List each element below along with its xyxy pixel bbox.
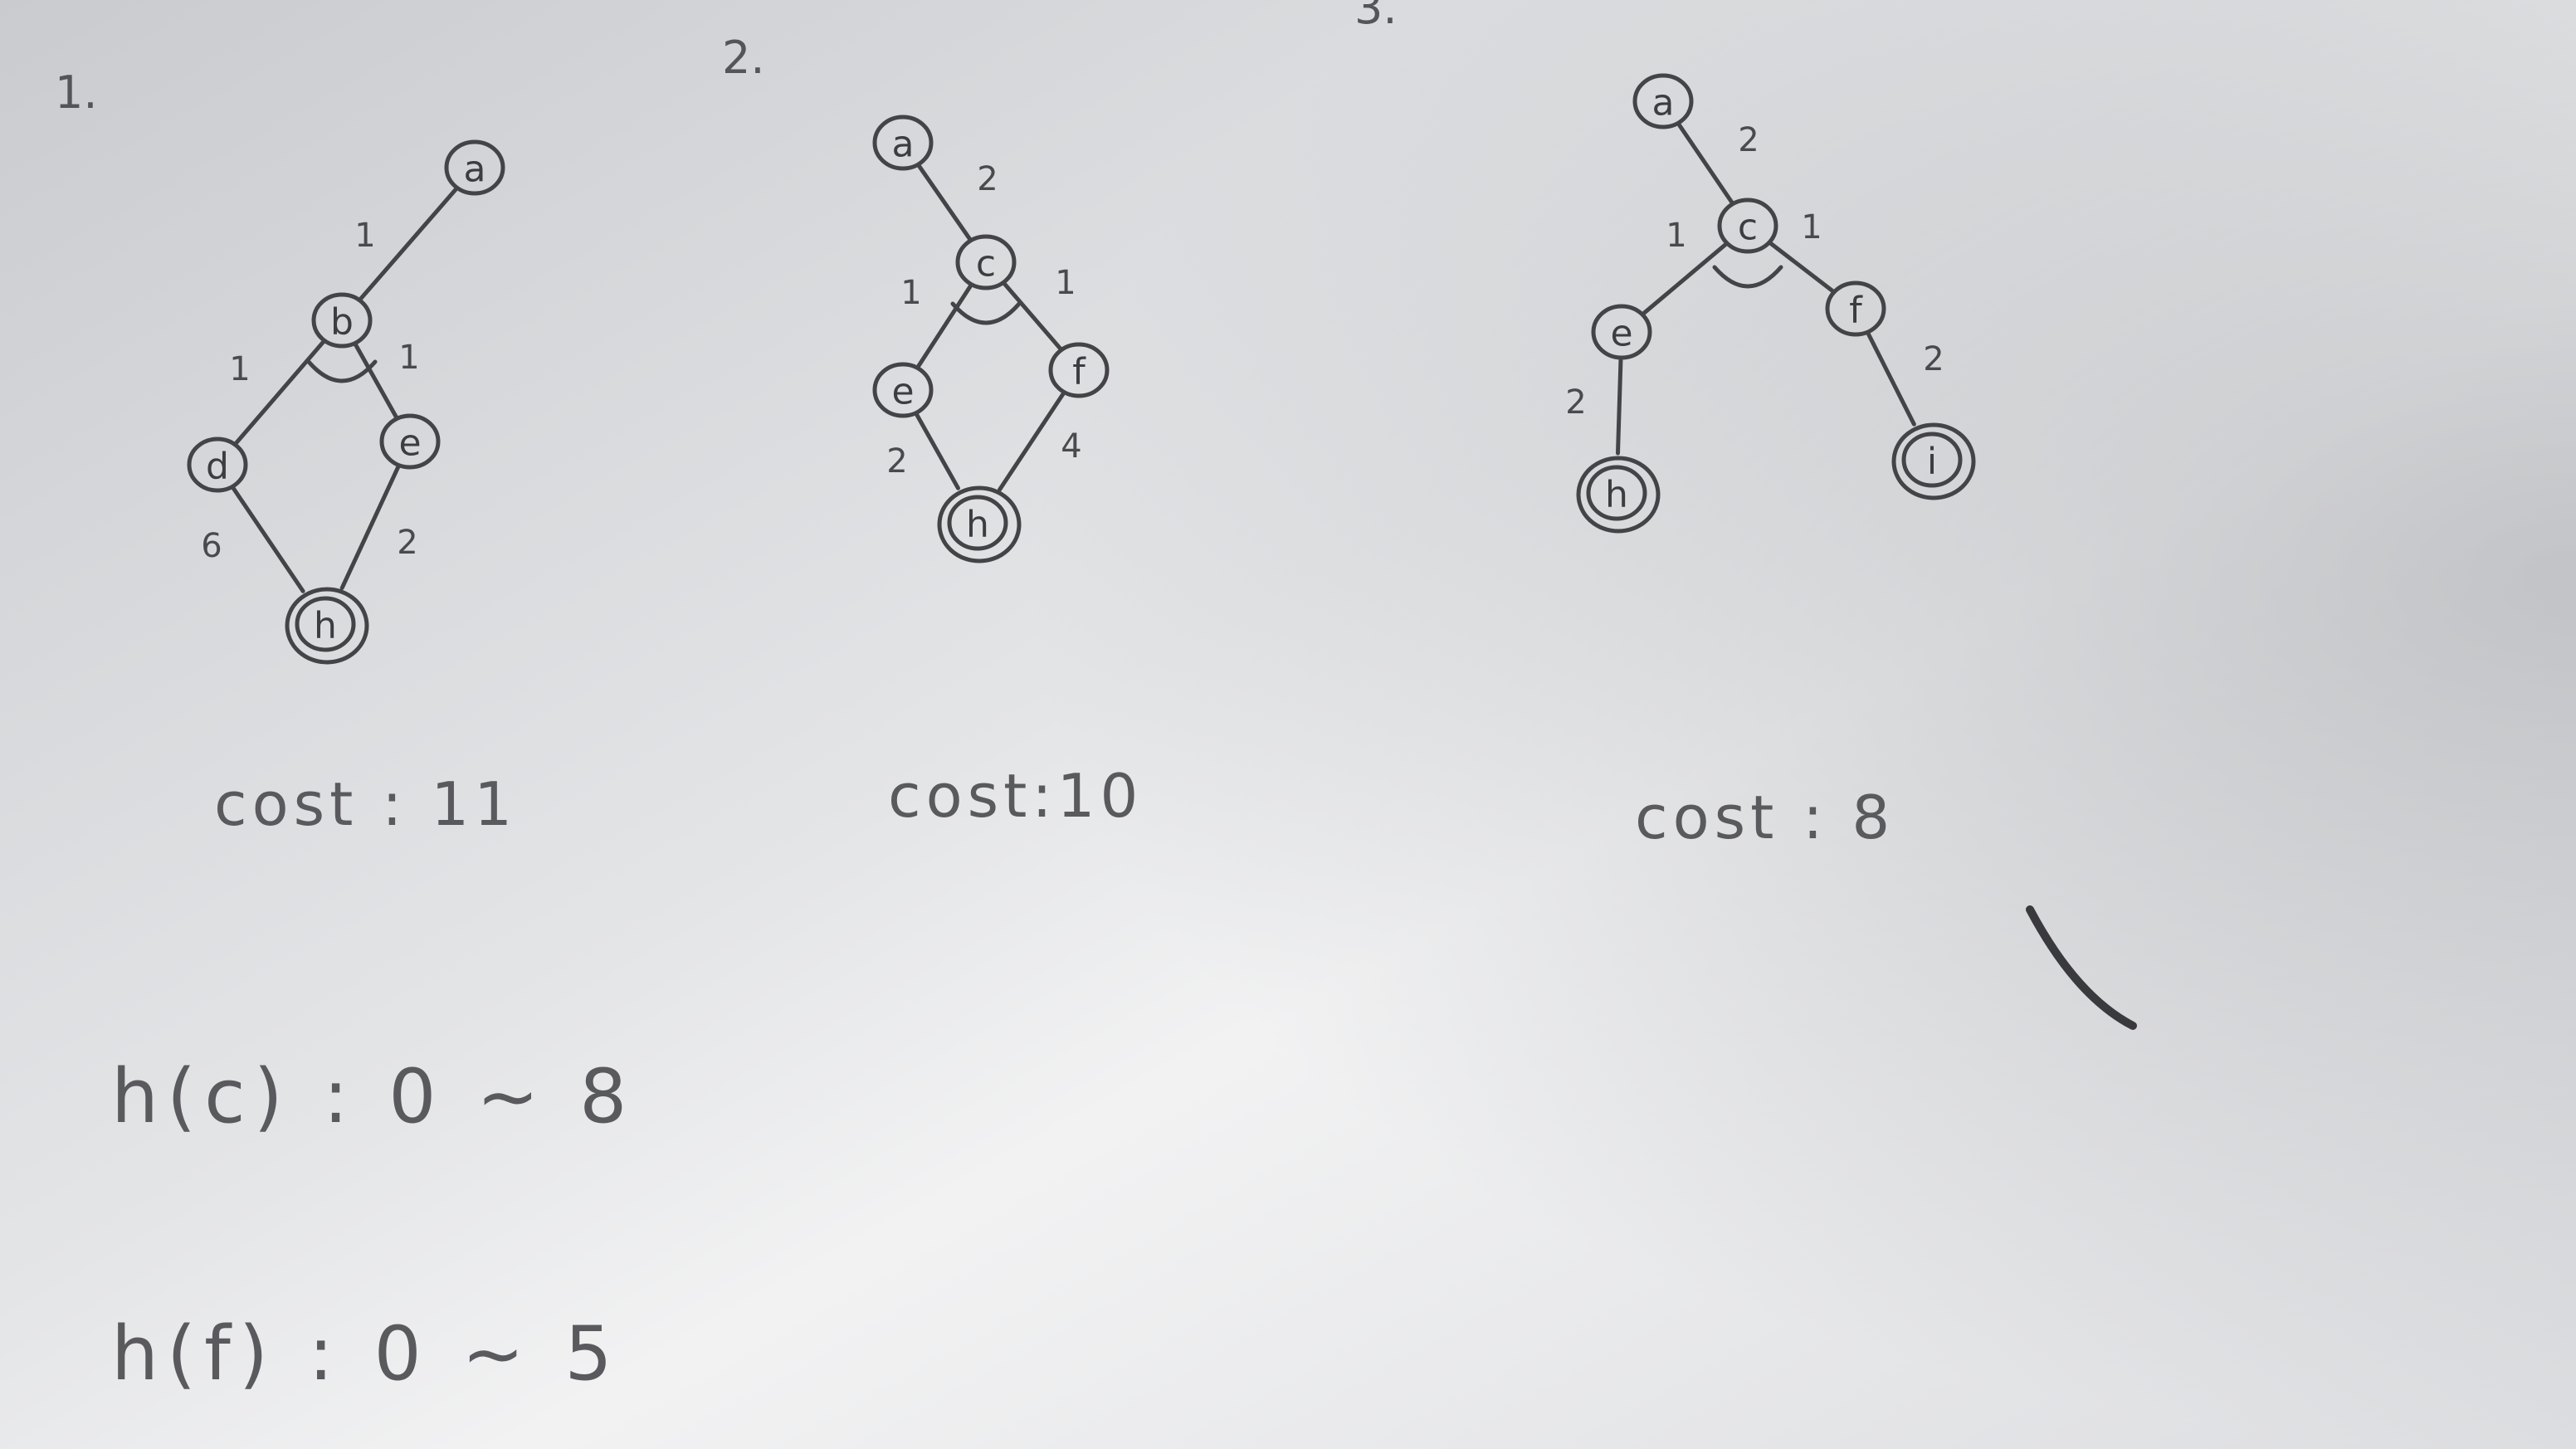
edge-label-b-d: 1 [229, 350, 250, 388]
node-h-circle [947, 495, 1008, 551]
heuristic-hc: h(c) : 0 ~ 8 [111, 1053, 635, 1140]
node-a-label: a [1652, 82, 1675, 124]
edge-e-h [915, 412, 960, 490]
edge-d-h [231, 485, 305, 593]
node-c-label: c [1738, 207, 1758, 249]
node-a-circle [872, 115, 934, 171]
node-a-circle [444, 139, 505, 196]
node-h-circle [295, 596, 356, 652]
node-e-label: e [398, 422, 421, 465]
node-h-goal-ring [285, 587, 369, 665]
edge-f-h [998, 391, 1066, 492]
node-e-label: e [891, 371, 914, 413]
edge-label-e-h: 2 [397, 524, 417, 562]
and-arc-b [306, 359, 378, 383]
edge-c-e [916, 284, 973, 368]
node-h-goal-ring [1576, 456, 1661, 534]
node-a-circle [1632, 73, 1694, 129]
diagram-number-1: 1. [55, 66, 98, 119]
search-graph-3: 2 1 1 2 2 a c e f h i [1565, 73, 1976, 534]
node-e-circle [379, 413, 441, 470]
cost-label-3: cost : 8 [1635, 783, 1895, 852]
node-h-label: h [1605, 474, 1628, 516]
edge-e-h [339, 465, 401, 590]
edge-label-b-e: 1 [398, 339, 419, 377]
node-c-circle [955, 234, 1017, 290]
edge-b-e [354, 343, 398, 419]
edge-label-a-c: 2 [1738, 121, 1759, 159]
edge-b-d [233, 339, 326, 446]
search-graph-1: 1 1 1 6 2 a b d e h [187, 139, 505, 665]
edge-label-d-h: 6 [201, 527, 222, 565]
edge-label-c-f: 1 [1055, 264, 1076, 302]
node-h-circle [1586, 465, 1647, 521]
node-b-label: b [330, 301, 354, 344]
cost-label-1: cost : 11 [214, 769, 517, 839]
node-h-label: h [314, 605, 337, 647]
node-d-label: d [206, 446, 229, 488]
cost-label-2: cost:10 [888, 761, 1143, 831]
edge-label-a-b: 1 [354, 217, 375, 255]
text-layer: 1. 2. 3. cost : 11 cost:10 cost : 8 h(c)… [55, 0, 1895, 1398]
node-i-label: i [1927, 441, 1937, 483]
node-f-circle [1048, 342, 1110, 398]
diagram-layer: 1 1 1 6 2 a b d e h 2 1 1 2 4 a c e f h 2 1 1 2 2 a c e f h i [187, 73, 1976, 665]
and-arc-c [950, 301, 1022, 325]
diagram-number-3: 3. [1354, 0, 1398, 34]
edge-c-e [1641, 242, 1729, 316]
edge-label-f-h: 4 [1061, 427, 1081, 466]
edge-a-c [916, 163, 973, 242]
node-i-circle [1901, 432, 1963, 488]
and-arc-c [1712, 265, 1783, 289]
pen-stray-mark [2026, 905, 2137, 1030]
node-e-circle [872, 362, 934, 418]
node-f-circle [1825, 281, 1886, 337]
node-e-circle [1591, 304, 1652, 360]
node-a-label: a [892, 124, 915, 166]
node-a-label: a [464, 149, 486, 191]
node-e-label: e [1610, 313, 1632, 355]
node-d-circle [187, 437, 248, 493]
edge-label-e-h: 2 [1565, 383, 1586, 422]
edge-c-f [1768, 241, 1836, 294]
edge-label-e-h: 2 [886, 442, 907, 481]
node-h-label: h [966, 504, 989, 546]
edge-label-c-e: 1 [1666, 217, 1686, 255]
search-graph-2: 2 1 1 2 4 a c e f h [872, 115, 1110, 564]
node-f-label: f [1072, 351, 1086, 393]
edge-f-i [1866, 331, 1916, 427]
diagram-number-2: 2. [722, 32, 765, 84]
heuristic-hf: h(f) : 0 ~ 5 [111, 1310, 621, 1398]
edge-e-h [1615, 358, 1623, 456]
edge-label-c-f: 1 [1801, 208, 1822, 246]
node-f-label: f [1849, 290, 1863, 332]
edge-c-f [1002, 281, 1063, 351]
edge-label-f-i: 2 [1923, 340, 1944, 378]
node-i-goal-ring [1891, 422, 1976, 500]
edge-label-c-e: 1 [900, 274, 921, 312]
edge-a-b [358, 187, 459, 301]
node-b-circle [311, 292, 373, 349]
node-c-circle [1717, 198, 1778, 254]
node-c-label: c [976, 243, 996, 285]
edge-label-a-c: 2 [977, 160, 998, 198]
edge-a-c [1676, 122, 1734, 205]
node-h-goal-ring [937, 485, 1022, 564]
